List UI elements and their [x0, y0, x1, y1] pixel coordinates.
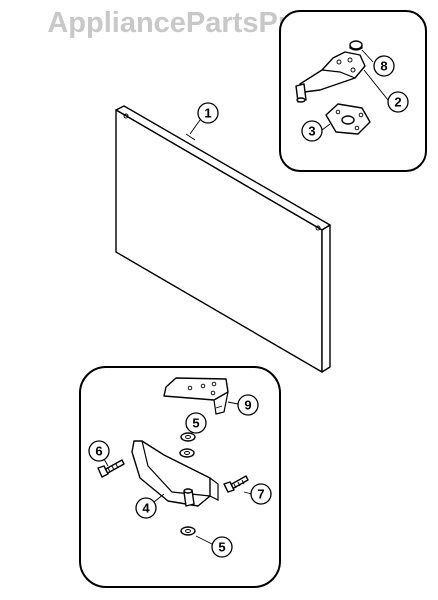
- part-bottom-bracket: [163, 377, 229, 415]
- svg-text:9: 9: [244, 398, 251, 413]
- detail-box-bottom-hinge: 9 5 6 4 7 5: [79, 366, 281, 588]
- part-screw-left: [97, 459, 125, 478]
- part-hinge-cap: [349, 40, 363, 51]
- callout-9: 9: [237, 394, 259, 416]
- part-screw-right: [223, 475, 249, 493]
- callout-4: 4: [135, 497, 157, 519]
- part-hinge-shim: [325, 103, 371, 135]
- part-top-hinge: [295, 51, 366, 103]
- callout-6: 6: [88, 440, 110, 462]
- part-washer-lower: [180, 526, 196, 536]
- svg-text:7: 7: [257, 487, 264, 502]
- svg-text:1: 1: [204, 106, 211, 121]
- callout-5-upper: 5: [185, 412, 207, 434]
- svg-text:6: 6: [95, 444, 102, 459]
- callout-7: 7: [250, 483, 272, 505]
- callout-1: 1: [197, 102, 219, 124]
- svg-text:2: 2: [394, 95, 401, 110]
- callout-3: 3: [301, 120, 323, 142]
- part-washers-upper: [179, 432, 196, 458]
- svg-text:5: 5: [218, 540, 225, 555]
- callout-2: 2: [387, 91, 409, 113]
- svg-text:5: 5: [192, 416, 199, 431]
- part-door-panel: [115, 105, 331, 373]
- part-bottom-hinge: [131, 440, 219, 507]
- svg-text:8: 8: [380, 59, 387, 74]
- callout-5-lower: 5: [211, 536, 233, 558]
- callout-8: 8: [373, 55, 395, 77]
- detail-box-top-hinge: 8 2 3: [279, 10, 427, 172]
- svg-text:3: 3: [308, 124, 315, 139]
- svg-text:4: 4: [142, 501, 150, 516]
